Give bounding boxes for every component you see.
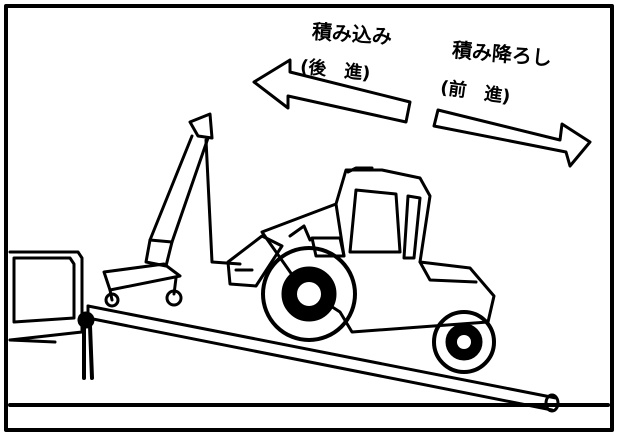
- front-wheel: [432, 310, 496, 374]
- rear-wheel: [261, 246, 357, 342]
- tractor-hitch: [226, 234, 284, 288]
- tractor-body: [260, 166, 496, 334]
- border-frame: [4, 4, 614, 432]
- label-load-main: 積み込み: [311, 19, 393, 49]
- truck-bed: [8, 250, 95, 380]
- loading-ramp: [86, 304, 560, 413]
- arrow-load-reverse: [252, 58, 412, 124]
- backhoe-boom: [102, 112, 242, 308]
- arrow-unload-forward: [432, 108, 592, 168]
